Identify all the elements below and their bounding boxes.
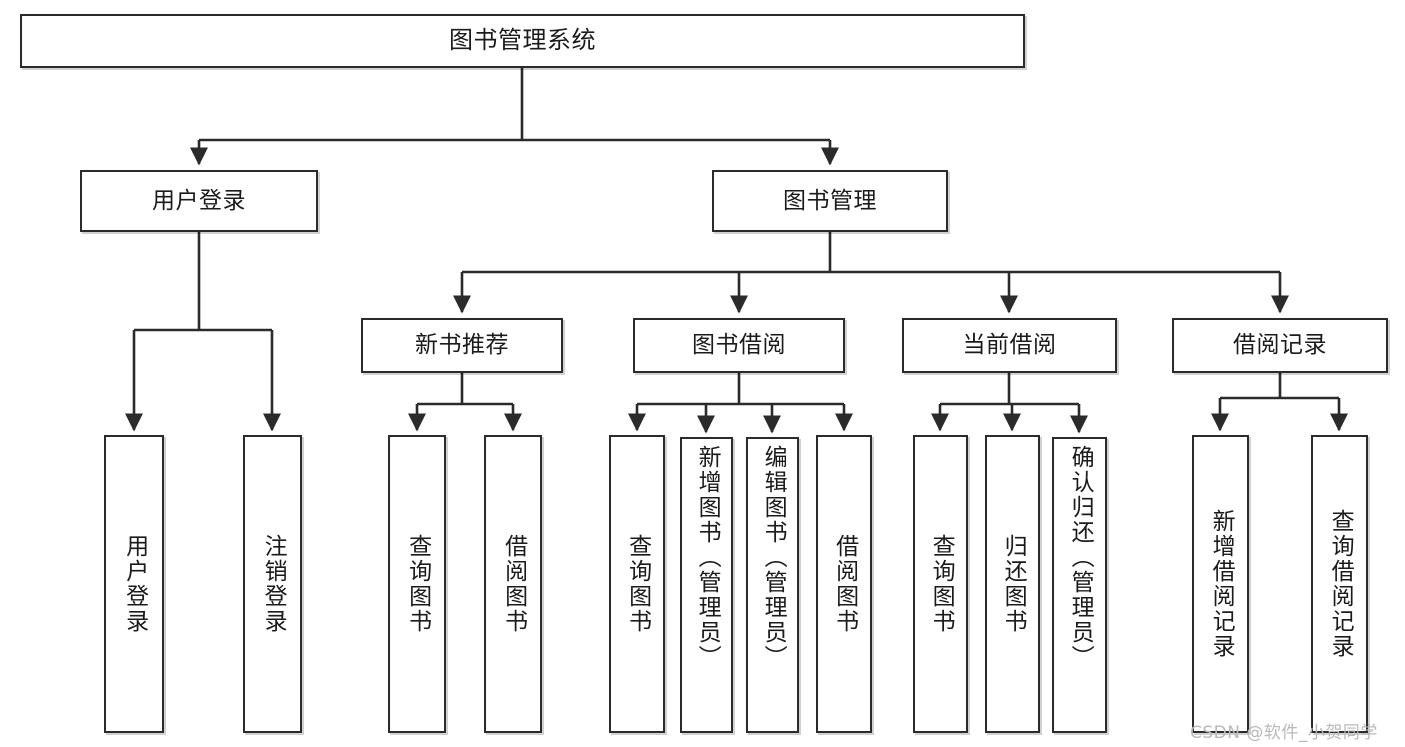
node-book-borrow[interactable]: 图书借阅 (633, 318, 845, 373)
node-root-system[interactable]: 图书管理系统 (20, 14, 1025, 68)
node-leaf-edit-book-label: 编辑图书（管理员） (760, 445, 787, 670)
node-leaf-query-book-recommend[interactable]: 查询图书 (388, 435, 446, 733)
node-borrow-record[interactable]: 借阅记录 (1172, 318, 1388, 373)
node-leaf-user-login-label: 用户登录 (121, 534, 148, 634)
node-leaf-logout-login-label: 注销登录 (260, 534, 287, 634)
node-leaf-logout-login[interactable]: 注销登录 (243, 435, 302, 733)
node-leaf-query-book-recommend-label: 查询图书 (404, 534, 431, 634)
node-leaf-add-borrow-record[interactable]: 新增借阅记录 (1192, 435, 1249, 733)
node-leaf-confirm-return-label: 确认归还（管理员） (1067, 445, 1094, 670)
node-leaf-return-book[interactable]: 归还图书 (985, 435, 1040, 733)
node-leaf-borrow-book-recommend-label: 借阅图书 (500, 534, 527, 634)
node-current-borrow-label: 当前借阅 (962, 332, 1057, 359)
node-leaf-query-borrow-record[interactable]: 查询借阅记录 (1311, 435, 1368, 733)
node-leaf-query-borrow-record-label: 查询借阅记录 (1327, 509, 1354, 659)
node-leaf-borrow-book[interactable]: 借阅图书 (816, 435, 872, 733)
node-leaf-add-book-label: 新增图书（管理员） (694, 445, 721, 670)
node-leaf-return-book-label: 归还图书 (1000, 534, 1027, 634)
node-current-borrow[interactable]: 当前借阅 (902, 318, 1117, 373)
node-book-management[interactable]: 图书管理 (712, 170, 948, 232)
node-leaf-edit-book[interactable]: 编辑图书（管理员） (746, 437, 799, 733)
node-leaf-confirm-return[interactable]: 确认归还（管理员） (1052, 437, 1107, 733)
node-borrow-record-label: 借阅记录 (1233, 332, 1327, 359)
node-root-label: 图书管理系统 (449, 26, 596, 55)
node-leaf-query-book-borrow-label: 查询图书 (624, 534, 651, 634)
node-leaf-borrow-book-label: 借阅图书 (831, 534, 858, 634)
node-book-borrow-label: 图书借阅 (692, 332, 786, 359)
node-user-login-label: 用户登录 (152, 187, 246, 214)
node-leaf-query-book-current-label: 查询图书 (928, 534, 955, 634)
node-leaf-add-book[interactable]: 新增图书（管理员） (680, 437, 733, 733)
node-user-login[interactable]: 用户登录 (80, 170, 318, 232)
node-leaf-add-borrow-record-label: 新增借阅记录 (1208, 509, 1235, 659)
node-book-management-label: 图书管理 (783, 187, 877, 214)
node-new-book-recommend[interactable]: 新书推荐 (361, 318, 563, 373)
node-leaf-borrow-book-recommend[interactable]: 借阅图书 (484, 435, 542, 733)
node-leaf-query-book-borrow[interactable]: 查询图书 (609, 435, 665, 733)
node-leaf-query-book-current[interactable]: 查询图书 (913, 435, 968, 733)
node-leaf-user-login[interactable]: 用户登录 (104, 435, 164, 733)
node-new-book-recommend-label: 新书推荐 (415, 332, 509, 359)
